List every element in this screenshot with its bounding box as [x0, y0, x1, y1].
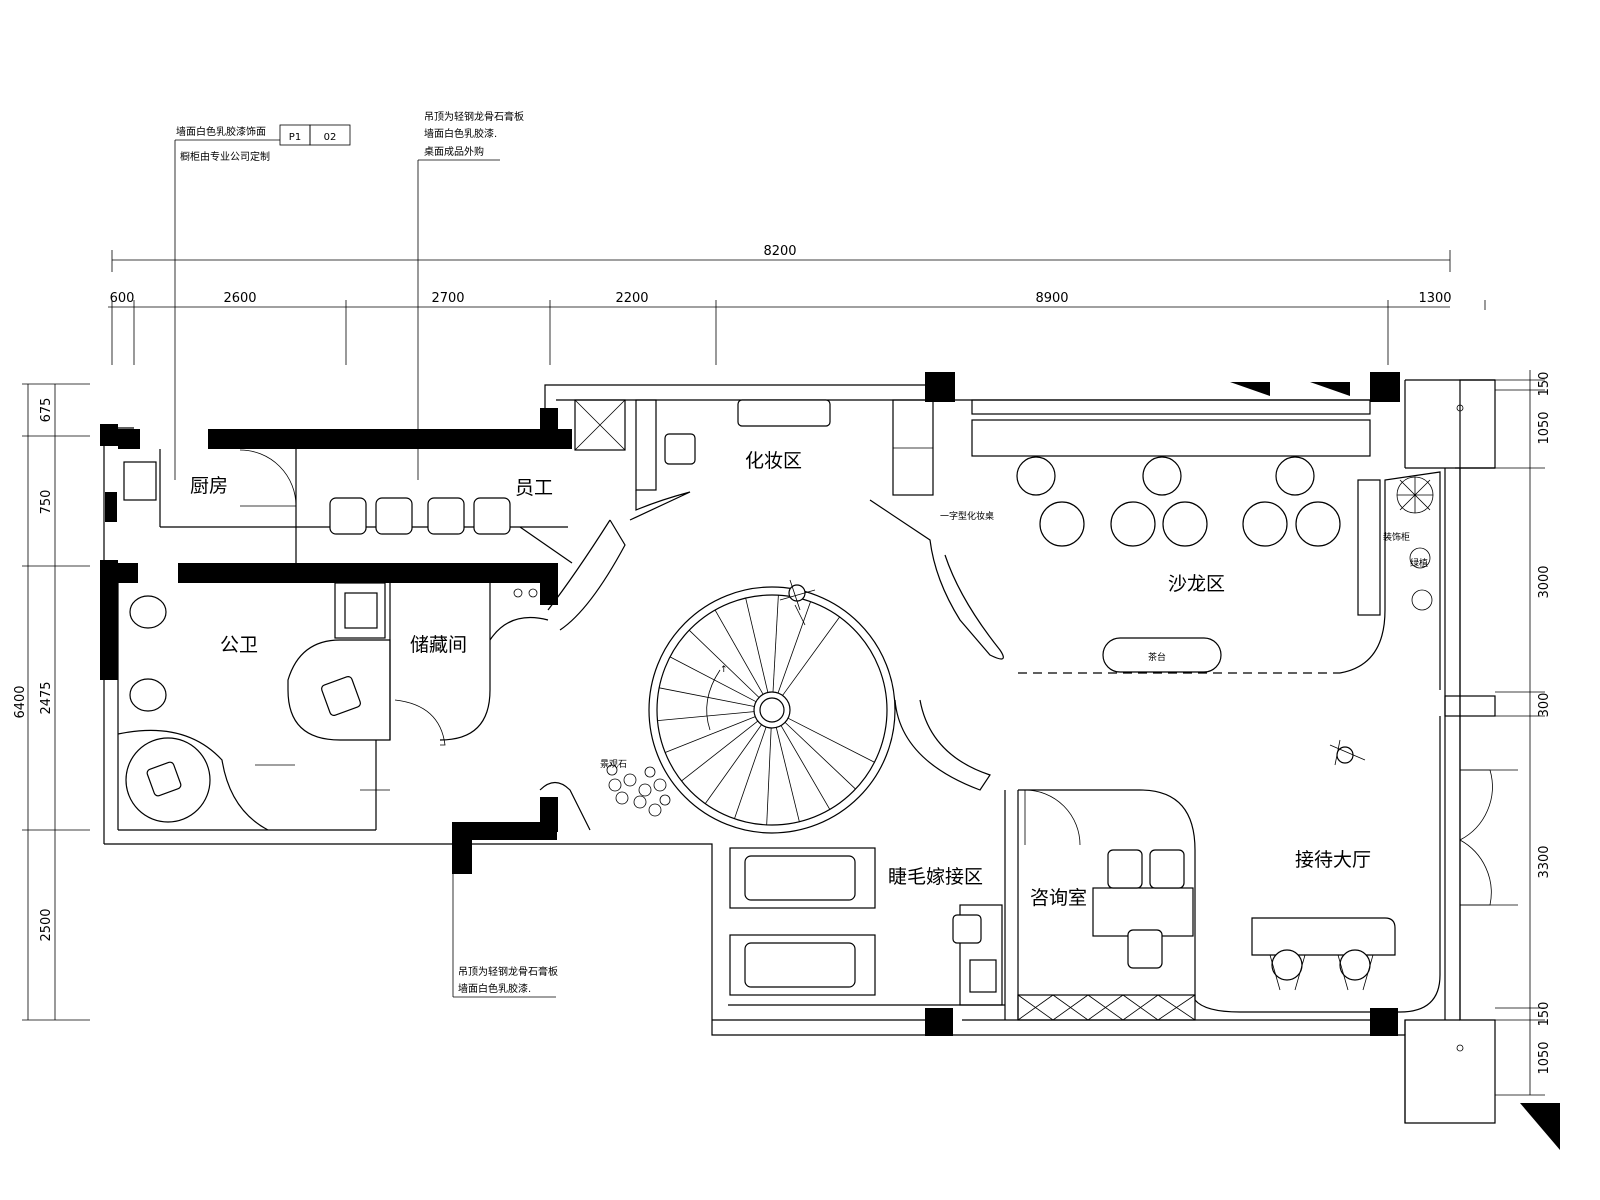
- public-toilet-area: 公卫: [117, 582, 391, 831]
- dim-top-seg-3: 2700: [431, 291, 464, 306]
- eyelash-area: 睫毛嫁接区: [728, 847, 1005, 1006]
- dim-right-seg-4: 300: [1537, 693, 1552, 718]
- stair-tread: [766, 727, 772, 825]
- dim-left-seg-4: 2500: [39, 908, 54, 941]
- note-bottom-2: 墙面白色乳胶漆.: [458, 982, 531, 995]
- stair-tread: [782, 616, 840, 696]
- dim-left-total: 6400: [13, 685, 28, 718]
- basin-2: [129, 678, 167, 712]
- tag-a: P1: [289, 132, 301, 143]
- note-top-left-1: 墙面白色乳胶漆饰面: [176, 125, 266, 138]
- dim-left-seg-3: 2475: [39, 681, 54, 714]
- stair-tread: [775, 727, 800, 822]
- stair-tread: [784, 722, 856, 790]
- note-plant: 景观石: [600, 759, 627, 770]
- dim-right-seg-6: 150: [1537, 1002, 1552, 1027]
- storage-area: 储藏间: [375, 583, 549, 830]
- salon-area: 沙龙区 茶台 装饰柜 绿植: [971, 399, 1441, 690]
- stair-tread: [745, 597, 769, 693]
- stair-tread: [734, 726, 767, 819]
- salon-tea-table: [1102, 637, 1222, 673]
- room-salon: 沙龙区: [1168, 573, 1225, 595]
- stair-tread: [704, 724, 762, 804]
- consult-desk: [1092, 887, 1194, 937]
- dim-top-seg-5: 8900: [1035, 291, 1068, 306]
- stair-tread: [714, 609, 764, 695]
- annotation-top-left: 墙面白色乳胶漆饰面 橱柜由专业公司定制 P1 02: [174, 124, 351, 480]
- room-makeup: 化妆区: [745, 450, 802, 472]
- left-dimension-chain: 6400 675 750 2475 2500: [13, 383, 90, 1021]
- makeup-counter: [737, 399, 831, 427]
- note-right-1: 装饰柜: [1383, 531, 1410, 543]
- stair-tread: [669, 656, 757, 703]
- annotation-top-mid: 吊顶为轻钢龙骨石膏板 墙面白色乳胶漆. 桌面成品外购: [417, 110, 524, 480]
- room-public-toilet: 公卫: [220, 634, 258, 656]
- room-storage: 储藏间: [410, 634, 467, 656]
- dim-right-seg-5: 3300: [1537, 845, 1552, 878]
- stair-tread: [688, 629, 760, 698]
- dim-top-total: 8200: [763, 244, 796, 259]
- stair-tread: [665, 716, 756, 753]
- dim-left-seg-2: 750: [39, 490, 54, 515]
- makeup-area: 化妆区 一字型化妆桌: [547, 399, 1004, 660]
- dim-right-seg-2: 1050: [1537, 411, 1552, 444]
- note-top-mid-3: 桌面成品外购: [424, 145, 484, 158]
- room-kitchen: 厨房: [190, 475, 228, 497]
- right-dimension-chain: 150 1050 3000 300 3300 150 1050: [1495, 370, 1552, 1096]
- stair-tread: [657, 711, 755, 722]
- note-top-left-2: 橱柜由专业公司定制: [180, 150, 270, 163]
- note-top-mid-1: 吊顶为轻钢龙骨石膏板: [424, 110, 524, 123]
- dim-right-seg-3: 3000: [1537, 565, 1552, 598]
- note-makeup: 一字型化妆桌: [940, 510, 994, 522]
- room-staff: 员工: [515, 477, 553, 499]
- stair-tread: [780, 725, 831, 810]
- stair-tread: [777, 601, 811, 694]
- dim-top-seg-6: 1300: [1418, 291, 1451, 306]
- stair-tread: [772, 595, 779, 693]
- room-eyelash: 睫毛嫁接区: [888, 866, 983, 888]
- rock-cluster: [606, 764, 671, 817]
- dim-left-seg-1: 675: [39, 398, 54, 423]
- room-reception: 接待大厅: [1295, 849, 1371, 871]
- staff-area: 员工: [329, 477, 573, 564]
- dim-top-seg-2: 2600: [223, 291, 256, 306]
- note-right-2: 绿植: [1410, 557, 1428, 569]
- dim-right-seg-1: 150: [1537, 372, 1552, 397]
- basin-1: [129, 595, 167, 629]
- dim-top-seg-1: 600: [110, 291, 135, 306]
- dim-right-seg-7: 1050: [1537, 1041, 1552, 1074]
- annotation-bottom: 吊顶为轻钢龙骨石膏板 墙面白色乳胶漆.: [452, 855, 558, 998]
- note-salon: 茶台: [1148, 651, 1166, 663]
- salon-seats: [1016, 456, 1341, 547]
- stair-tread: [659, 687, 755, 707]
- spiral-staircase: ↑ 景观石: [539, 586, 991, 834]
- staff-chairs: [329, 497, 511, 535]
- reception-area: 接待大厅: [1194, 716, 1441, 1013]
- top-dimension-chain: 8200 600 2600 2700 2200 8900 1300: [108, 244, 1486, 365]
- note-top-mid-2: 墙面白色乳胶漆.: [424, 127, 497, 140]
- dim-top-seg-4: 2200: [615, 291, 648, 306]
- stair-tread: [681, 720, 759, 782]
- room-consultation: 咨询室: [1030, 887, 1087, 909]
- svg-text:↑: ↑: [720, 665, 728, 675]
- consultation-area: 咨询室: [1004, 789, 1196, 1021]
- reception-desk: [1251, 917, 1396, 956]
- person-figures: [779, 579, 1366, 766]
- sink-kitchen: [123, 461, 157, 501]
- tag-b: 02: [324, 132, 337, 143]
- wall-blocks: [100, 372, 1560, 1150]
- makeup-chair: [664, 433, 696, 465]
- note-bottom-1: 吊顶为轻钢龙骨石膏板: [458, 965, 558, 978]
- stair-tread: [787, 717, 875, 763]
